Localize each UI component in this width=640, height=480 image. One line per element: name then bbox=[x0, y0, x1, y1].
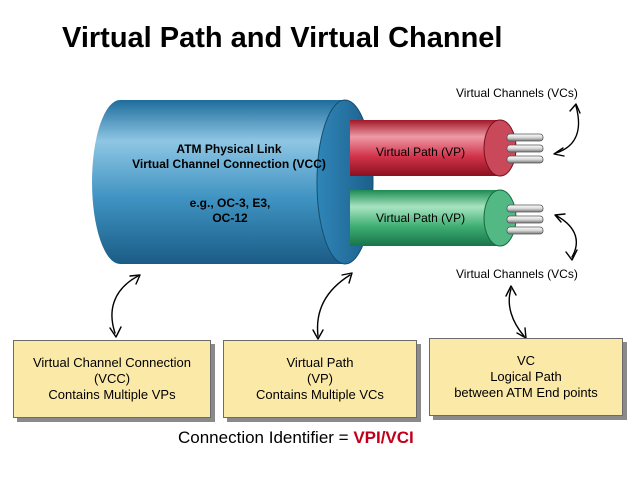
vc-wire bbox=[506, 215, 544, 224]
connection-identifier-text: Connection Identifier = bbox=[178, 428, 354, 447]
vcc-box-line3: Contains Multiple VPs bbox=[48, 387, 176, 402]
vc-bottom-arrow bbox=[554, 213, 578, 261]
vc-arrow bbox=[505, 285, 527, 339]
virtual-path-cable-bottom bbox=[350, 189, 544, 247]
vc-wire bbox=[506, 144, 544, 153]
cable-example-line2: OC-12 bbox=[212, 211, 248, 225]
diagram-title: Virtual Path and Virtual Channel bbox=[62, 22, 503, 54]
vc-wire bbox=[506, 226, 544, 235]
virtual-path-label-bottom: Virtual Path (VP) bbox=[376, 211, 466, 225]
virtual-channels-label-bottom: Virtual Channels (VCs) bbox=[456, 267, 578, 281]
connection-identifier-value: VPI/VCI bbox=[353, 428, 414, 447]
atm-physical-link-cable bbox=[92, 99, 374, 265]
virtual-path-label-top: Virtual Path (VP) bbox=[376, 145, 466, 159]
cable-label-line1: ATM Physical Link bbox=[176, 142, 282, 156]
vp-box-line3: Contains Multiple VCs bbox=[256, 387, 384, 402]
cable-example-line1: e.g., OC-3, E3, bbox=[189, 196, 271, 210]
cable-example-label: e.g., OC-3, E3, OC-12 bbox=[150, 196, 310, 226]
virtual-channels-label-top: Virtual Channels (VCs) bbox=[456, 86, 578, 100]
vc-top-arrow bbox=[553, 103, 581, 157]
vc-wire bbox=[506, 155, 544, 164]
cable-label-line2: Virtual Channel Connection (VCC) bbox=[132, 157, 326, 171]
vc-wire bbox=[506, 204, 544, 213]
vp-box-line1: Virtual Path bbox=[286, 355, 354, 370]
cable-label: ATM Physical Link Virtual Channel Connec… bbox=[104, 142, 354, 172]
vc-box-line1: VC bbox=[516, 353, 536, 368]
vc-wire bbox=[506, 133, 544, 142]
vcc-box-text: Virtual Channel Connection (VCC) Contain… bbox=[33, 355, 191, 403]
vp-box: Virtual Path (VP) Contains Multiple VCs bbox=[223, 340, 417, 418]
vp-box-line2: (VP) bbox=[306, 371, 333, 386]
vc-box-text: VC Logical Path between ATM End points bbox=[454, 353, 598, 401]
vcc-box-line1: Virtual Channel Connection bbox=[32, 355, 192, 370]
vcc-box-line2: (VCC) bbox=[93, 371, 131, 386]
vp-arrow bbox=[312, 272, 353, 340]
vc-box: VC Logical Path between ATM End points bbox=[429, 338, 623, 416]
vp-box-text: Virtual Path (VP) Contains Multiple VCs bbox=[256, 355, 384, 403]
vc-box-line3: between ATM End points bbox=[454, 385, 598, 400]
vc-box-line2: Logical Path bbox=[490, 369, 562, 384]
virtual-path-cable-top bbox=[350, 119, 544, 177]
vcc-arrow bbox=[109, 274, 141, 338]
vcc-box: Virtual Channel Connection (VCC) Contain… bbox=[13, 340, 211, 418]
connection-identifier: Connection Identifier = VPI/VCI bbox=[178, 428, 414, 448]
